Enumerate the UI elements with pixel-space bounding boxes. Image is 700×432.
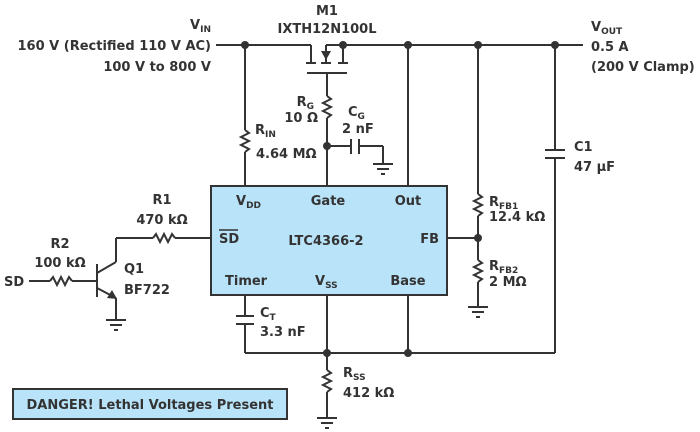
ct-capacitor-icon xyxy=(236,295,254,353)
m1-part: IXTH12N100L xyxy=(278,22,377,37)
rin-value: 4.64 MΩ xyxy=(256,147,317,162)
rfb2-resistor-icon xyxy=(471,238,485,307)
r2-ref: R2 xyxy=(50,237,69,252)
rfb1-ref: RFB1 xyxy=(489,195,518,212)
npn-transistor-icon xyxy=(96,261,117,320)
pin-vss: VSS xyxy=(315,274,338,291)
pin-vdd: VDD xyxy=(236,194,261,211)
r2-value: 100 kΩ xyxy=(34,256,85,271)
r1-value: 470 kΩ xyxy=(136,213,187,228)
danger-warning-text: DANGER! Lethal Voltages Present xyxy=(27,398,274,413)
rg-resistor-icon xyxy=(320,73,334,186)
vout-clamp: (200 V Clamp) xyxy=(591,60,695,75)
pin-sd: SD xyxy=(219,232,239,247)
ic-part-number: LTC4366-2 xyxy=(288,234,363,249)
ct-ref: CT xyxy=(260,306,277,323)
pin-base: Base xyxy=(390,274,425,289)
r2-resistor-icon xyxy=(29,274,97,288)
base-node-dot xyxy=(404,349,412,357)
c1-capacitor-icon xyxy=(545,45,565,353)
n-mosfet-icon xyxy=(306,44,348,74)
ct-value: 3.3 nF xyxy=(260,325,306,340)
rss-resistor-icon xyxy=(320,353,334,418)
cg-ref: CG xyxy=(348,105,365,122)
ground-icon xyxy=(468,306,488,318)
pin-out: Out xyxy=(395,194,422,209)
rss-ref: RSS xyxy=(343,366,366,383)
pin-fb: FB xyxy=(420,232,439,247)
rfb1-resistor-icon xyxy=(471,45,485,238)
danger-warning-box xyxy=(12,388,288,420)
rfb1-value: 12.4 kΩ xyxy=(489,210,545,225)
ground-icon xyxy=(373,163,393,175)
rin-ref: RIN xyxy=(255,123,276,140)
ground-icon xyxy=(317,417,337,429)
m1-ref: M1 xyxy=(316,4,338,19)
rfb2-value: 2 MΩ xyxy=(489,275,527,290)
ltc4366-ic xyxy=(210,185,448,296)
q1-part: BF722 xyxy=(124,283,170,298)
cg-value: 2 nF xyxy=(342,122,374,137)
rg-value: 10 Ω xyxy=(284,111,318,126)
q1-ref: Q1 xyxy=(124,262,144,277)
vin-range: 100 V to 800 V xyxy=(103,60,211,75)
rin-resistor-icon xyxy=(238,45,252,186)
rfb2-ref: RFB2 xyxy=(489,259,518,276)
c1-value: 47 µF xyxy=(574,160,615,175)
rss-value: 412 kΩ xyxy=(343,386,394,401)
vout-label: VOUT xyxy=(591,20,623,37)
ground-icon xyxy=(106,319,126,331)
pin-gate: Gate xyxy=(311,194,346,209)
vin-label: VIN xyxy=(190,18,211,35)
vout-current: 0.5 A xyxy=(591,40,629,55)
vin-description: 160 V (Rectified 110 V AC) xyxy=(18,39,211,54)
rg-ref: RG xyxy=(297,95,314,112)
r1-resistor-icon xyxy=(115,231,211,262)
pin-timer: Timer xyxy=(225,274,268,289)
r1-ref: R1 xyxy=(152,193,171,208)
cg-capacitor-icon xyxy=(327,139,384,164)
c1-ref: C1 xyxy=(574,140,593,155)
sd-input-label: SD xyxy=(4,275,24,290)
